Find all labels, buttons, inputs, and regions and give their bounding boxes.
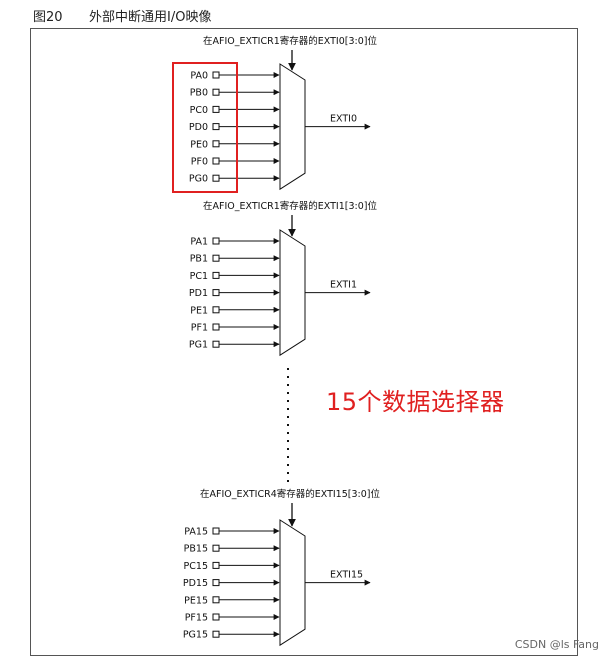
input-pin-label: PG15 (183, 630, 208, 641)
output-label: EXTI1 (330, 280, 357, 291)
multiplexer (279, 63, 306, 191)
multiplexer (279, 229, 306, 357)
input-pin-label: PC1 (190, 271, 208, 282)
pin-square (212, 237, 220, 245)
highlight-box (172, 62, 238, 193)
input-pin-label: PB1 (190, 254, 208, 265)
input-pin-label: PA1 (190, 237, 208, 248)
input-pin-label: PE0 (190, 139, 208, 150)
input-pin-label: PC15 (184, 561, 208, 572)
input-pin-label: PA0 (190, 71, 208, 82)
pin-square (212, 613, 220, 621)
input-pin-label: PF1 (191, 323, 208, 334)
pin-square (212, 271, 220, 279)
register-label: 在AFIO_EXTICR4寄存器的EXTI15[3:0]位 (200, 488, 380, 500)
input-pin-label: PG1 (189, 340, 208, 351)
input-pin-label: PE1 (190, 305, 208, 316)
input-pin-label: PB0 (190, 88, 208, 99)
figure-caption: 图20 外部中断通用I/O映像 (33, 6, 211, 25)
input-pin-label: PB15 (184, 544, 208, 555)
pin-square (212, 527, 220, 535)
input-pin-label: PE15 (184, 595, 208, 606)
mux-count-annotation: 15个数据选择器 (326, 388, 505, 416)
register-label: 在AFIO_EXTICR1寄存器的EXTI0[3:0]位 (203, 35, 377, 47)
diagram-frame (30, 28, 578, 656)
pin-square (212, 579, 220, 587)
input-pin-label: PD15 (183, 578, 208, 589)
pin-square (212, 340, 220, 348)
output-label: EXTI15 (330, 570, 363, 581)
figure-number: 图20 (33, 10, 63, 25)
pin-square (212, 254, 220, 262)
pin-square (212, 561, 220, 569)
input-pin-label: PD1 (189, 288, 208, 299)
pin-square (212, 306, 220, 314)
pin-square (212, 289, 220, 297)
output-label: EXTI0 (330, 114, 357, 125)
pin-square (212, 630, 220, 638)
input-pin-label: PD0 (189, 122, 208, 133)
pin-square (212, 544, 220, 552)
multiplexer (279, 519, 306, 647)
input-pin-label: PF0 (191, 157, 208, 168)
input-pin-label: PF15 (185, 613, 208, 624)
pin-square (212, 596, 220, 604)
input-pin-label: PG0 (189, 174, 208, 185)
watermark: CSDN @ls Fang (514, 638, 599, 651)
register-label: 在AFIO_EXTICR1寄存器的EXTI1[3:0]位 (203, 200, 377, 212)
figure-title: 外部中断通用I/O映像 (89, 10, 212, 25)
input-pin-label: PC0 (190, 105, 208, 116)
input-pin-label: PA15 (184, 527, 208, 538)
pin-square (212, 323, 220, 331)
